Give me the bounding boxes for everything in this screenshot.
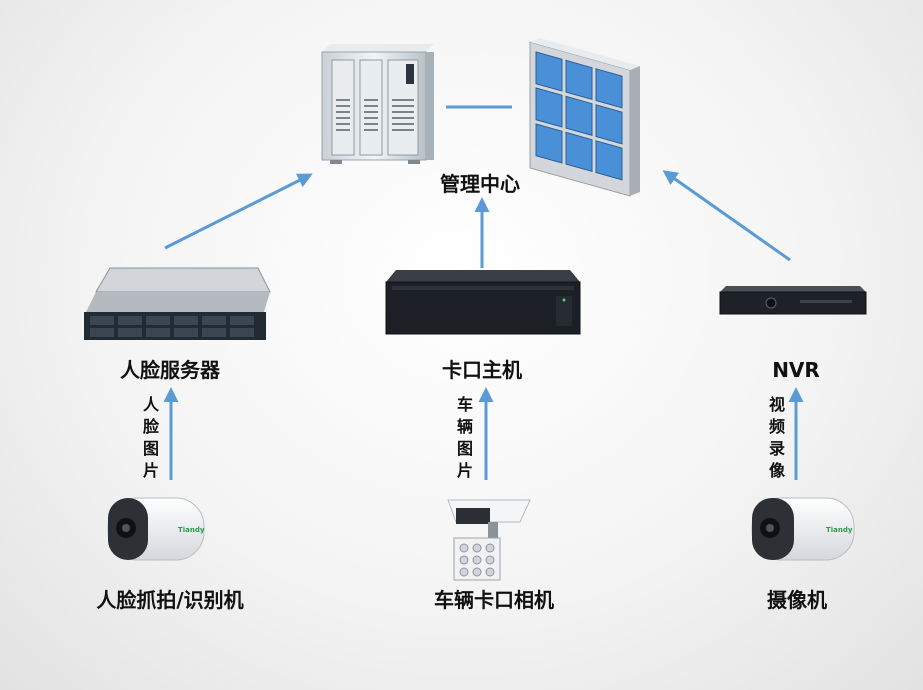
label-nvr: NVR: [772, 358, 820, 382]
link-label-vehicle: 车辆图片: [456, 395, 473, 480]
video-wall-screen: [535, 123, 563, 164]
link-label-face: 人脸图片: [142, 395, 159, 480]
arrow-nvr-to-center: [662, 170, 791, 262]
video-wall-screen: [565, 95, 593, 137]
checkpoint-host-icon: [385, 270, 581, 335]
vehicle-camera-icon: [447, 499, 531, 581]
label-camera: 摄像机: [767, 588, 827, 612]
video-wall-screen: [565, 131, 593, 173]
rack-server-icon: [84, 267, 271, 340]
arrow-server-to-center: [164, 173, 313, 250]
nvr-device-icon: [719, 286, 867, 315]
video-wall-screen: [595, 104, 623, 145]
brand-logo-text: Tiandy: [178, 526, 205, 534]
video-wall-screen: [535, 87, 563, 128]
video-wall-screen: [535, 51, 563, 92]
video-wall-screen: [595, 68, 623, 109]
video-wall-screen: [565, 59, 593, 101]
label-vehicle-camera: 车辆卡口相机: [434, 588, 554, 612]
bullet-camera-icon: [751, 497, 855, 561]
video-wall-screen: [595, 140, 623, 181]
link-label-video: 视频录像: [768, 395, 785, 480]
label-face-server: 人脸服务器: [120, 358, 220, 382]
label-checkpoint-host: 卡口主机: [442, 358, 522, 382]
brand-logo-text: Tiandy: [826, 526, 853, 534]
server-rack-icon: [321, 44, 434, 164]
bullet-camera-icon: [107, 497, 205, 561]
label-face-camera: 人脸抓拍/识别机: [96, 588, 244, 612]
label-management-center: 管理中心: [440, 172, 520, 196]
